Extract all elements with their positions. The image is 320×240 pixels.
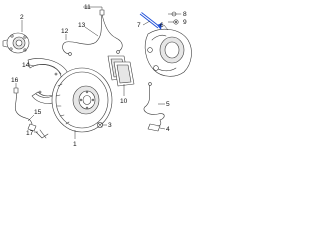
callout-13: 13 bbox=[78, 22, 86, 29]
lower-sensor-wire bbox=[143, 82, 165, 132]
callout-15: 15 bbox=[34, 109, 42, 116]
callout-3: 3 bbox=[108, 122, 112, 129]
callout-12: 12 bbox=[61, 28, 69, 35]
callout-8: 8 bbox=[183, 11, 187, 18]
leader-lines bbox=[15, 6, 176, 139]
callout-11: 11 bbox=[84, 4, 91, 11]
caliper-bolt bbox=[139, 12, 162, 30]
brake-assembly-diagram: 1 2 3 4 5 6 7 8 9 10 11 12 13 14 15 16 1… bbox=[2, 4, 192, 147]
upper-sensor-wire bbox=[62, 9, 123, 56]
callout-7: 7 bbox=[137, 22, 141, 29]
callout-9: 9 bbox=[183, 19, 187, 26]
brake-rotor bbox=[51, 67, 113, 133]
callout-1: 1 bbox=[73, 141, 77, 147]
callout-2: 2 bbox=[20, 14, 24, 21]
callout-4: 4 bbox=[166, 126, 170, 133]
callout-6: 6 bbox=[160, 22, 164, 29]
brake-pads bbox=[107, 55, 135, 87]
callout-5: 5 bbox=[166, 101, 170, 108]
callout-16: 16 bbox=[11, 77, 19, 84]
brake-caliper bbox=[144, 28, 192, 77]
small-bolt bbox=[97, 122, 103, 128]
callout-labels: 1 2 3 4 5 6 7 8 9 10 11 12 13 14 15 16 1… bbox=[11, 4, 187, 147]
callout-10: 10 bbox=[120, 98, 128, 105]
wheel-hub bbox=[2, 32, 30, 54]
callout-17: 17 bbox=[26, 130, 34, 137]
callout-14: 14 bbox=[22, 62, 30, 69]
